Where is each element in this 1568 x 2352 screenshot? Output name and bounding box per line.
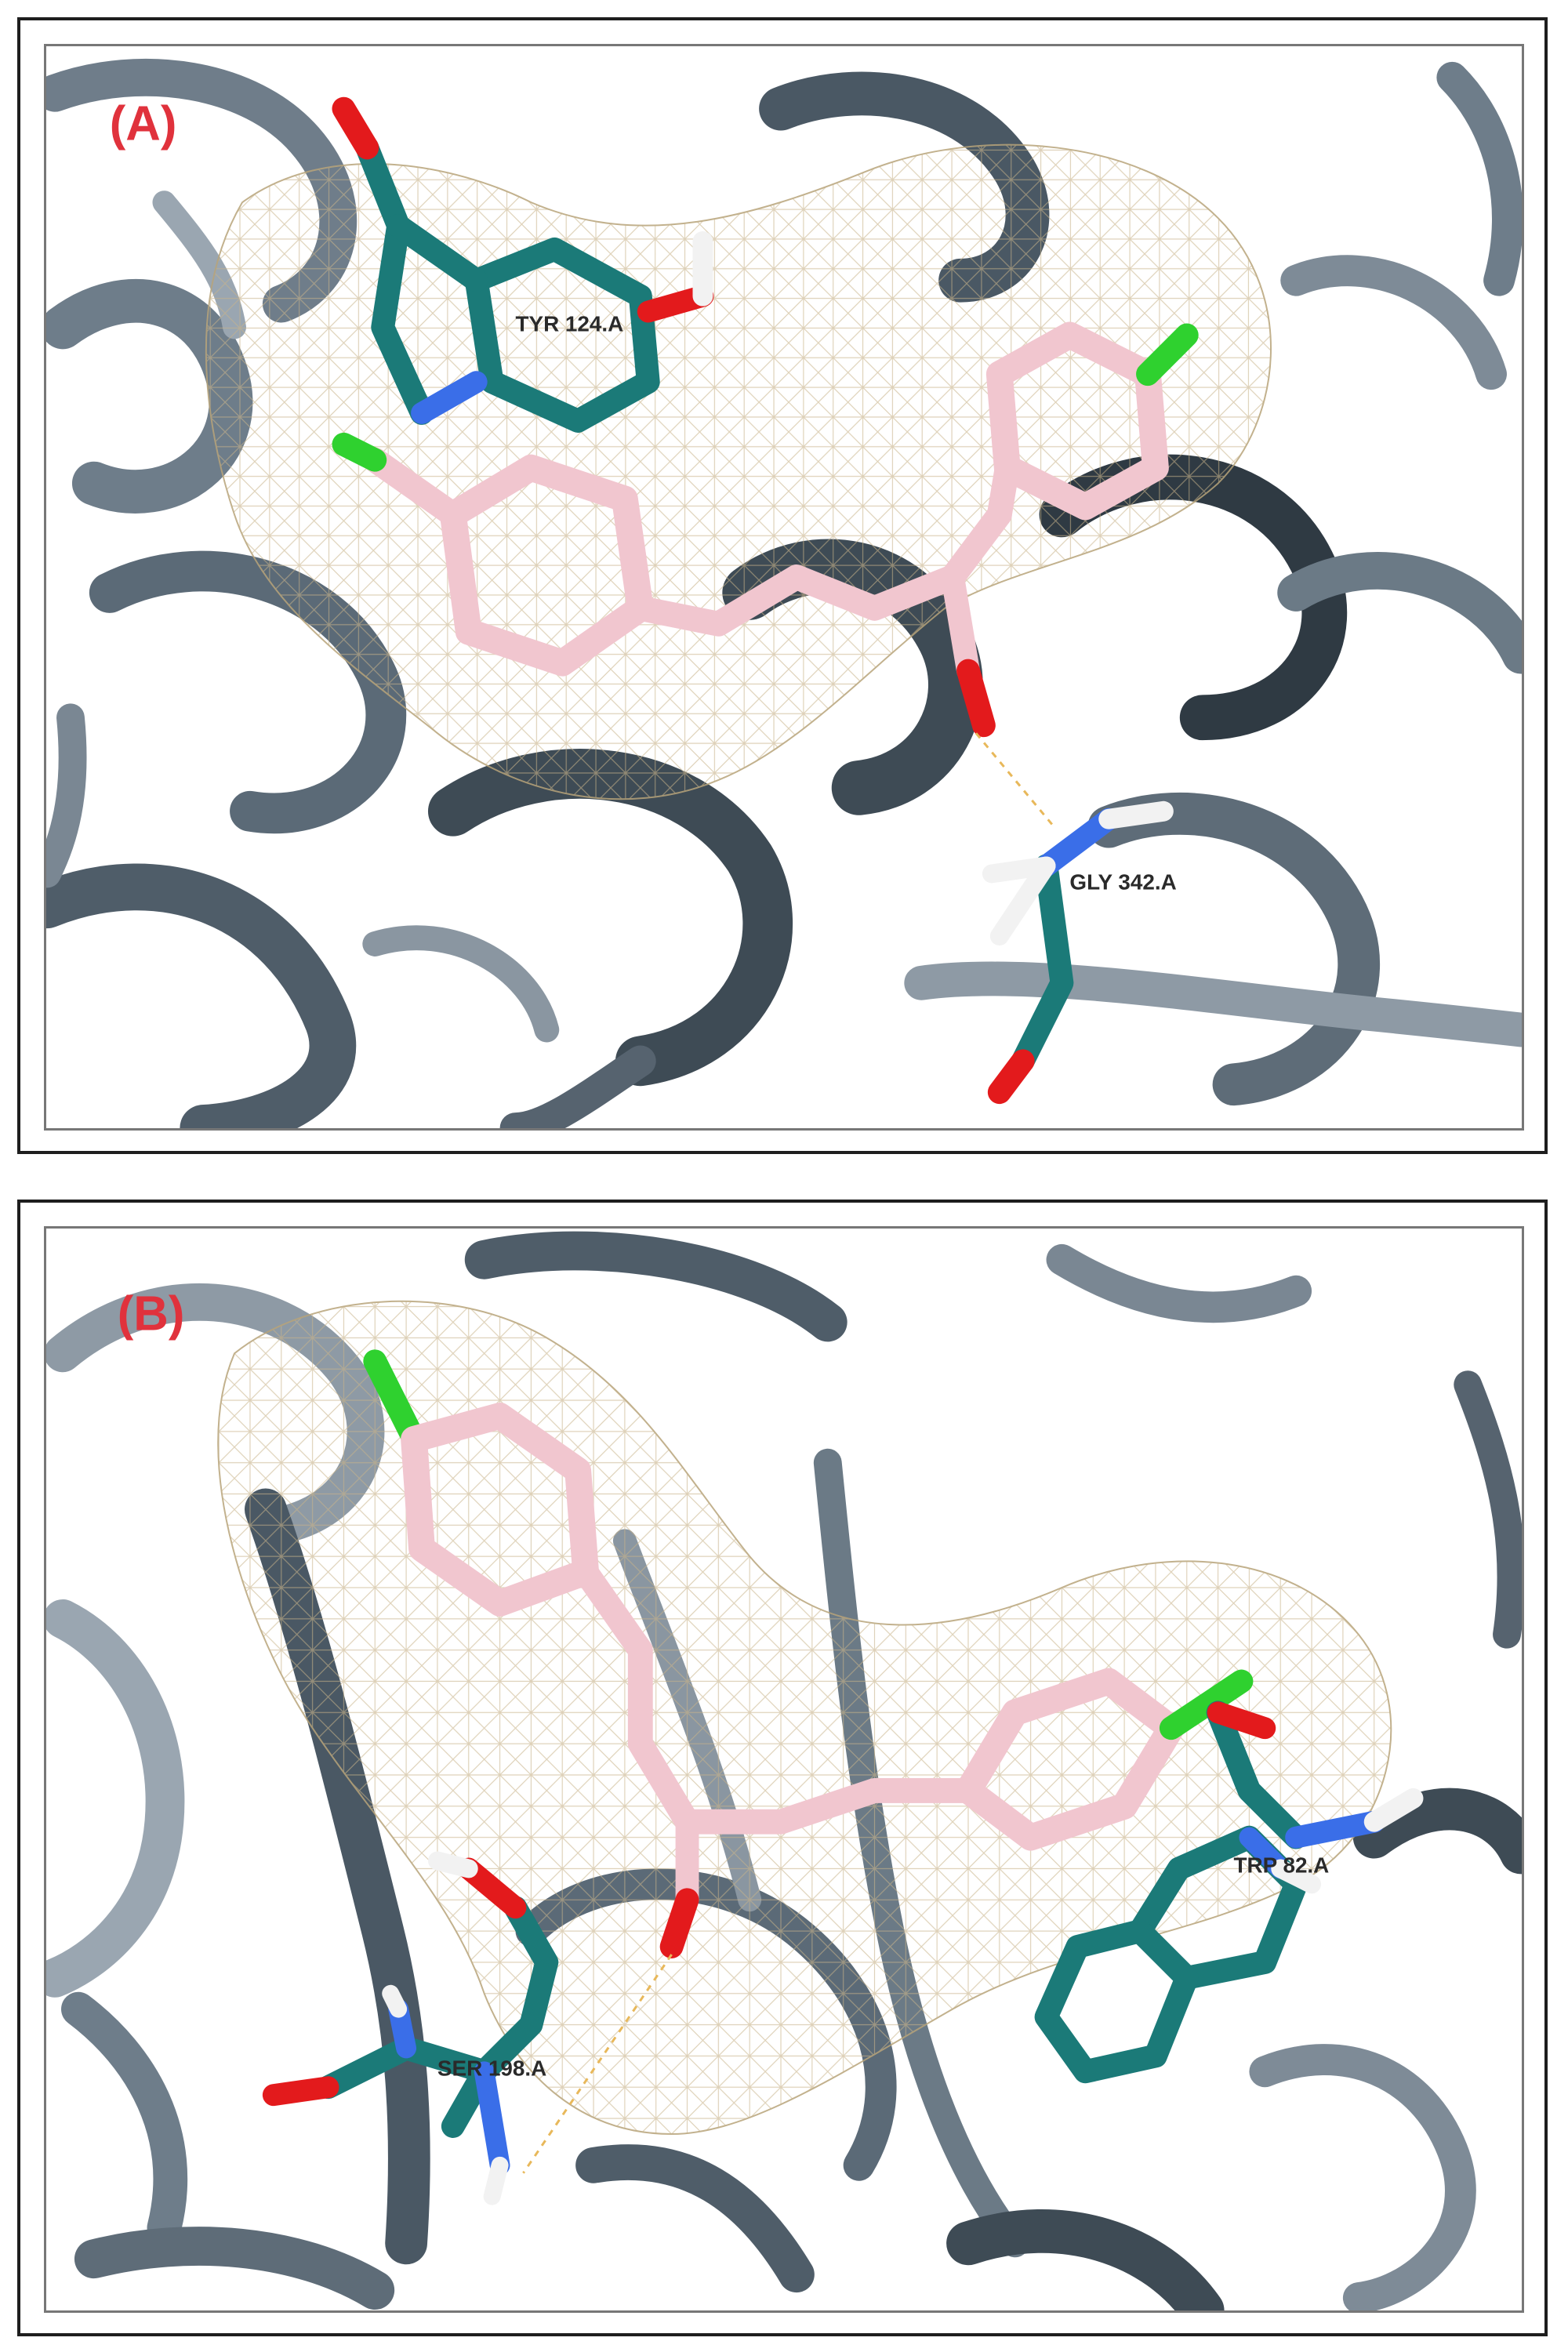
panel-b-viewport: (B) SER 198.A TRP 82.A (44, 1226, 1524, 2313)
panel-a-label: (A) (110, 96, 177, 151)
residue-gly342-a (982, 800, 1174, 1105)
residue-tyr124-a (332, 96, 714, 433)
residue-label-tyr124: TYR 124.A (515, 311, 623, 336)
residue-trp82-b (1034, 1700, 1424, 2084)
residue-ser198-b (262, 1851, 559, 2205)
protein-ribbons-a (46, 58, 1522, 1128)
panel-b-label: (B) (118, 1287, 185, 1341)
hbond-a (975, 732, 1055, 828)
panel-a-viewport: (A) TYR 124.A GLY 342.A (44, 44, 1524, 1131)
residue-label-trp82: TRP 82.A (1234, 1853, 1330, 1877)
panel-b-scene: (B) SER 198.A TRP 82.A (46, 1231, 1522, 2310)
panel-b: (B) SER 198.A TRP 82.A (17, 1200, 1548, 2336)
panel-a-scene: (A) TYR 124.A GLY 342.A (46, 58, 1522, 1128)
ligand-a (332, 321, 1199, 738)
residue-label-ser198: SER 198.A (437, 2056, 546, 2080)
ligand-b (363, 1349, 1254, 1958)
residue-label-gly342: GLY 342.A (1069, 869, 1176, 894)
panel-a: (A) TYR 124.A GLY 342.A (17, 17, 1548, 1154)
